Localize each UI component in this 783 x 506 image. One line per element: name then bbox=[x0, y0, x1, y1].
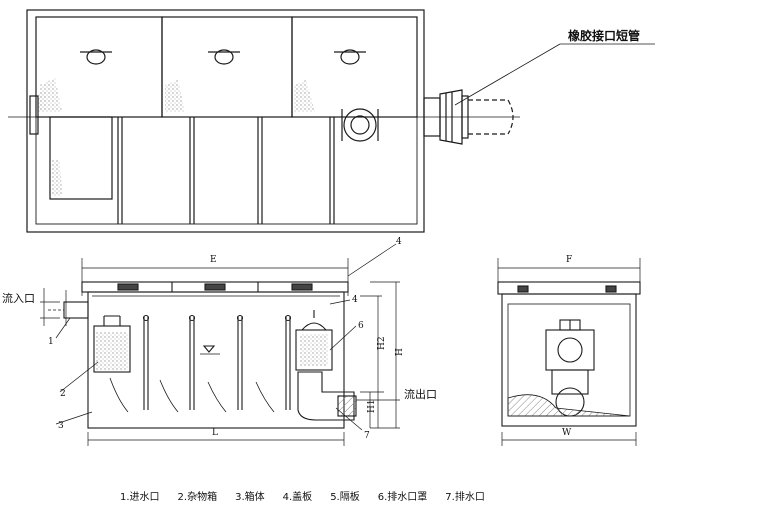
dim-l-label: L bbox=[212, 428, 218, 438]
part-number-2: 2 bbox=[60, 389, 66, 399]
front-view bbox=[40, 243, 400, 446]
lid-shading-2 bbox=[165, 80, 185, 112]
part-number-4-partition: 4 bbox=[352, 295, 358, 305]
inlet-stub-top bbox=[29, 95, 39, 135]
legend-item-inlet: 1.进水口 bbox=[120, 492, 160, 503]
front-inlet-pipe bbox=[63, 301, 89, 319]
outlet-cover-top bbox=[343, 108, 377, 142]
front-outlet-cover bbox=[295, 329, 333, 371]
outlet-label: 流出口 bbox=[404, 387, 437, 401]
legend-item-cover-plate: 4.盖板 bbox=[282, 492, 313, 503]
legend-item-outlet-cover: 6.排水口罩 bbox=[377, 492, 428, 503]
lid-handle-3 bbox=[334, 49, 366, 65]
front-box-body bbox=[87, 291, 345, 429]
dim-h1-label: H1 bbox=[367, 399, 377, 413]
parts-legend: 1.进水口 2.杂物箱 3.箱体 4.盖板 5.隔板 6.排水口罩 7.排水口 bbox=[120, 488, 740, 503]
lid-handle-1 bbox=[80, 49, 112, 65]
dim-f-label: F bbox=[566, 255, 572, 265]
side-view bbox=[497, 258, 641, 446]
dim-h-label: H bbox=[395, 348, 405, 356]
rubber-coupling-label: 橡胶接口短管 bbox=[568, 28, 640, 43]
inlet-label: 流入口 bbox=[2, 291, 35, 305]
legend-item-debris-box: 2.杂物箱 bbox=[177, 492, 218, 503]
legend-item-partition: 5.隔板 bbox=[330, 492, 360, 503]
legend-item-tank-body: 3.箱体 bbox=[235, 492, 265, 503]
side-outlet-pipe bbox=[551, 369, 589, 395]
part-number-1: 1 bbox=[48, 337, 54, 347]
part-number-6: 6 bbox=[358, 321, 364, 331]
side-box-body bbox=[501, 293, 637, 427]
dim-e-label: E bbox=[210, 255, 217, 265]
lid-handle-2 bbox=[208, 49, 240, 65]
lid-shading-3 bbox=[294, 80, 315, 112]
part-leaders-front bbox=[55, 243, 397, 431]
front-debris-basket bbox=[93, 325, 131, 373]
dim-w-label: W bbox=[562, 428, 572, 438]
top-view bbox=[8, 9, 655, 233]
side-sludge-area bbox=[507, 394, 631, 417]
part-number-3: 3 bbox=[58, 421, 64, 431]
side-outlet-cover bbox=[545, 329, 595, 371]
legend-item-outlet: 7.排水口 bbox=[445, 492, 485, 503]
part-number-labels: 1 2 3 4 4 6 7 bbox=[48, 237, 402, 441]
rubber-coupling-leader bbox=[454, 43, 561, 106]
water-level-mark bbox=[202, 345, 216, 353]
top-view-inner-frame bbox=[35, 16, 418, 225]
front-partitions bbox=[142, 314, 292, 410]
dim-h2-label: H2 bbox=[377, 336, 387, 350]
front-outlet-elbow bbox=[297, 371, 355, 421]
rubber-coupling bbox=[423, 89, 469, 145]
part-number-7: 7 bbox=[364, 431, 370, 441]
outlet-pipe-dashed bbox=[468, 99, 514, 135]
part-number-4-lid: 4 bbox=[396, 237, 402, 247]
